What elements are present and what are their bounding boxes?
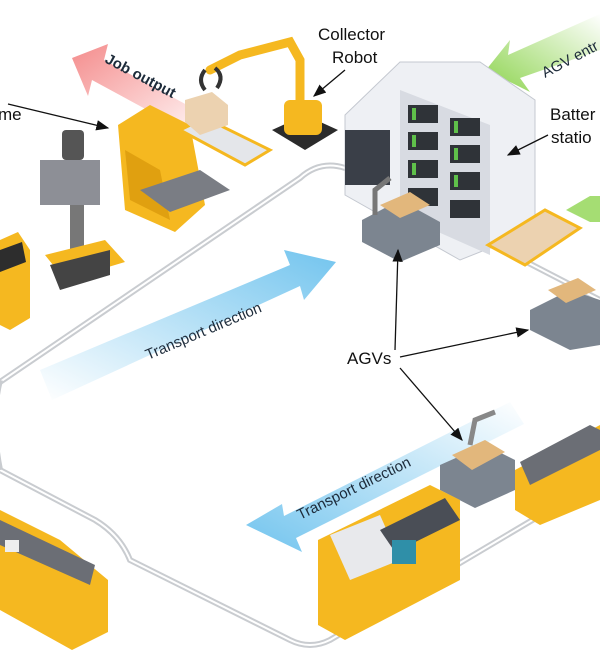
output-conveyor — [176, 92, 274, 167]
agvs-label: AGVs — [347, 349, 391, 368]
agv-3 — [440, 409, 515, 508]
machine-right — [515, 425, 600, 525]
machine-label-partial: me — [0, 105, 22, 124]
collector-robot-label-line1: Collector — [318, 25, 385, 44]
battery-station-label-line1: Batter — [550, 105, 596, 124]
machine-pointer — [7, 103, 110, 131]
drill-press-machine — [40, 130, 125, 290]
machine-left-edge — [0, 232, 30, 330]
collector-robot-pointer — [313, 69, 346, 97]
agv-2 — [530, 278, 600, 350]
agv-1 — [362, 176, 440, 262]
battery-station-label-line2: statio — [551, 128, 592, 147]
job-machine — [118, 105, 230, 232]
battery-station-pointer — [506, 134, 549, 156]
agv-entrance-arrow-2 — [566, 196, 600, 222]
collector-robot-label-line2: Robot — [332, 48, 378, 67]
agvs-pointers — [392, 248, 530, 441]
station-conveyor — [484, 208, 583, 267]
collector-robot — [199, 36, 338, 150]
lathe-machine — [318, 485, 460, 640]
machine-bottom-left — [0, 510, 108, 650]
